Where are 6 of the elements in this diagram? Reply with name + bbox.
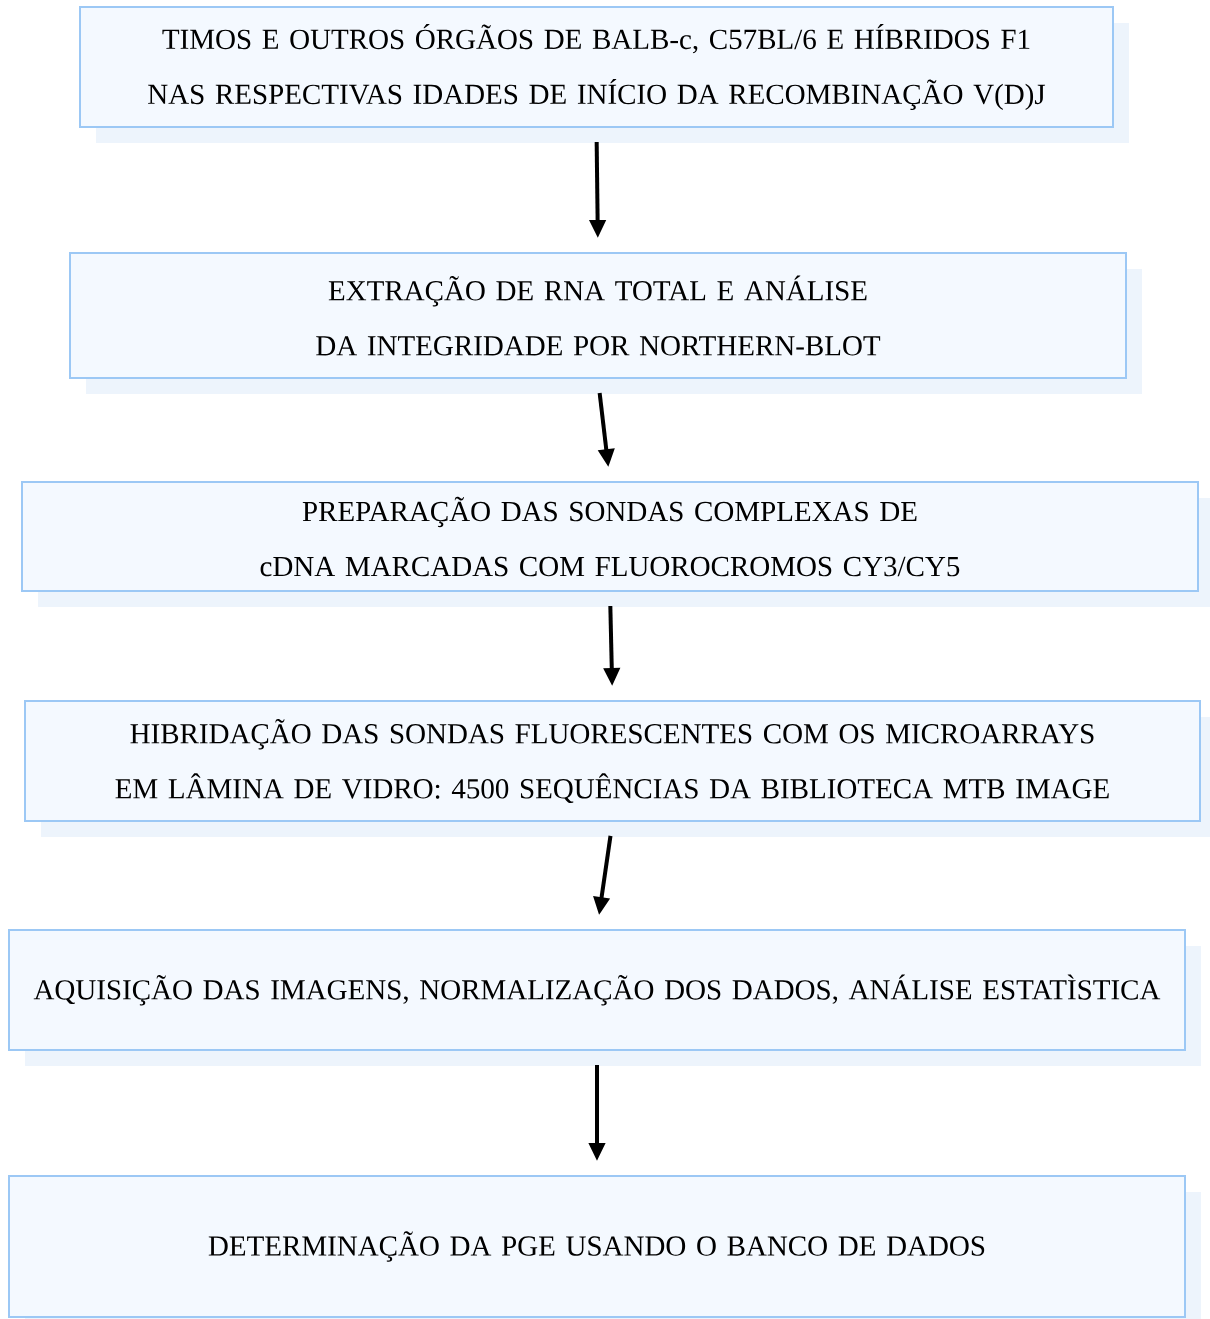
process-box: TIMOS E OUTROS ÓRGÃOS DE BALB-c, C57BL/6 E HÍBRIDOS F1 NAS RESPECTIVAS IDADES DE INÍCIO DA RECOMBINAÇÃO V(D)J [79,6,1129,143]
process-box: AQUISIÇÃO DAS IMAGENS, NORMALIZAÇÃO DOS DADOS, ANÁLISE ESTATÌSTICA [8,929,1201,1066]
process-box: PREPARAÇÃO DAS SONDAS COMPLEXAS DE cDNA MARCADAS COM FLUOROCROMOS CY3/CY5 [21,481,1210,607]
process-box: HIBRIDAÇÃO DAS SONDAS FLUORESCENTES COM OS MICROARRAYS EM LÂMINA DE VIDRO: 4500 SEQUÊNCIAS DA BIBLIOTECA MTB IMAGE [24,700,1210,837]
process-box: DETERMINAÇÃO DA PGE USANDO O BANCO DE DADOS [8,1175,1201,1319]
process-box: EXTRAÇÃO DE RNA TOTAL E ANÁLISE DA INTEGRIDADE POR NORTHERN-BLOT [69,252,1142,394]
